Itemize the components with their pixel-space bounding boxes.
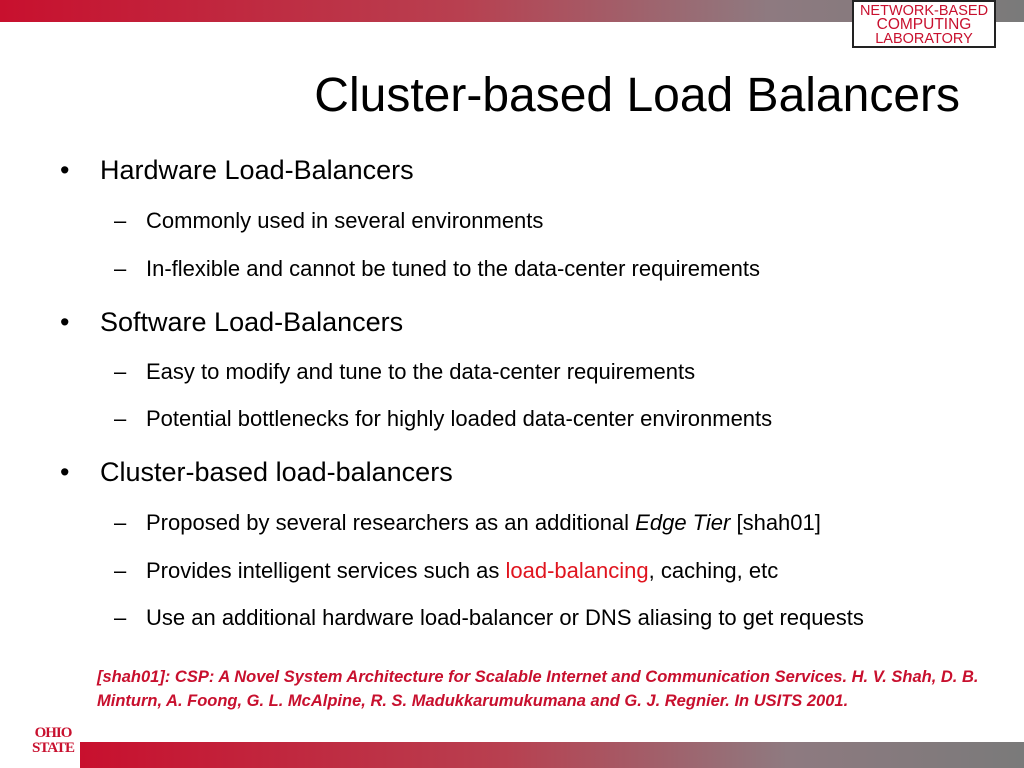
bullet-text: Cluster-based load-balancers [100,457,453,487]
dash-marker: – [114,208,127,233]
dash-marker: – [114,256,127,281]
logo-line-1: NETWORK-BASED [859,3,989,19]
dash-marker: – [114,359,127,384]
sub-bullet-text: Commonly used in several environments [146,208,544,233]
sub-bullet-text: Provides intelligent services such as [146,558,506,583]
sub-bullet-item: –In-flexible and cannot be tuned to the … [114,255,760,283]
network-based-computing-lab-logo: NETWORK-BASED COMPUTING LABORATORY [852,0,996,48]
sub-bullet-item: –Proposed by several researchers as an a… [114,509,821,537]
sub-bullet-text: Potential bottlenecks for highly loaded … [146,406,773,431]
bullet-item: • Software Load-Balancers [60,306,403,338]
dash-marker: – [114,558,127,583]
sub-bullet-text: Proposed by several researchers as an ad… [146,510,636,535]
bullet-text: Hardware Load-Balancers [100,155,414,185]
dash-marker: – [114,406,127,431]
bullet-marker: • [60,307,70,337]
bullet-marker: • [60,155,70,185]
reference-citation: [shah01]: CSP: A Novel System Architectu… [97,668,979,710]
ohio-state-logo-line-2: STATE [32,740,75,756]
top-gradient-bar [0,0,1024,22]
logo-line-2: COMPUTING [876,16,972,33]
dash-marker: – [114,605,127,630]
ohio-state-logo: OHIO STATE [28,726,78,756]
bullet-text: Software Load-Balancers [100,307,404,337]
sub-bullet-item: –Potential bottlenecks for highly loaded… [114,405,772,433]
load-balancing-highlight: load-balancing [505,558,649,583]
sub-bullet-text: Use an additional hardware load-balancer… [146,605,864,630]
sub-bullet-text: Easy to modify and tune to the data-cent… [146,359,696,384]
bottom-gradient-bar [80,742,1024,768]
bullet-marker: • [60,457,70,487]
logo-line-3: LABORATORY [875,31,973,47]
sub-bullet-item: –Provides intelligent services such as l… [114,557,778,585]
bullet-item: • Hardware Load-Balancers [60,154,414,186]
dash-marker: – [114,510,127,535]
bullet-item: • Cluster-based load-balancers [60,456,453,488]
slide-title: Cluster-based Load Balancers [314,69,960,122]
citation-text: [shah01] [730,510,821,535]
sub-bullet-text-tail: , caching, etc [648,558,779,583]
edge-tier-emphasis: Edge Tier [635,510,731,535]
sub-bullet-item: –Easy to modify and tune to the data-cen… [114,358,695,386]
sub-bullet-item: –Commonly used in several environments [114,207,543,235]
sub-bullet-text: In-flexible and cannot be tuned to the d… [146,256,760,281]
ohio-state-logo-line-1: OHIO [34,725,73,741]
sub-bullet-item: –Use an additional hardware load-balance… [114,604,864,632]
